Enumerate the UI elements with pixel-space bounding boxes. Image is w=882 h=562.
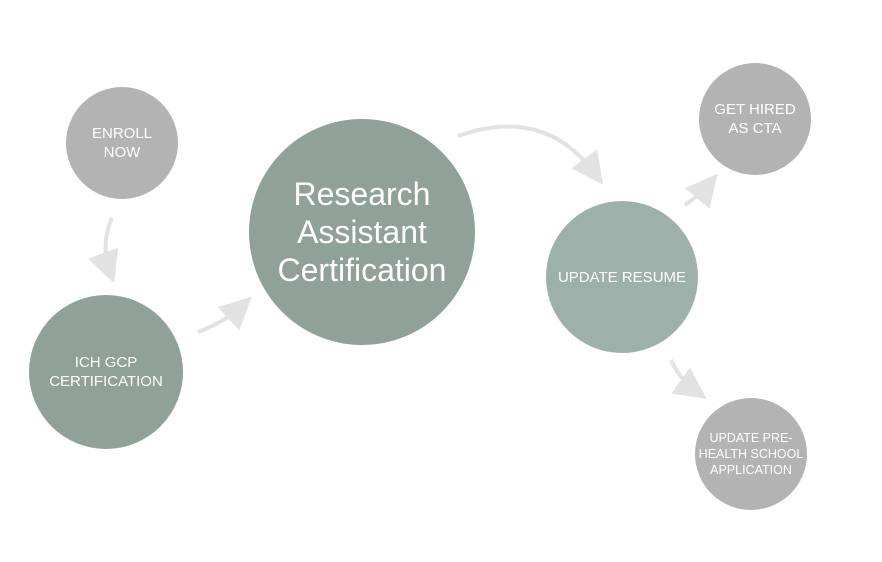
node-ich-gcp-certification: ICH GCP CERTIFICATION [29, 295, 183, 449]
arrow-ich-to-research [197, 296, 252, 334]
node-update-pre-health-application: UPDATE PRE- HEALTH SCHOOL APPLICATION [695, 398, 807, 510]
arrow-enroll-to-ich [88, 217, 119, 284]
node-update-resume: UPDATE RESUME [546, 201, 698, 353]
node-enroll-now: ENROLL NOW [66, 87, 178, 199]
arrow-resume-to-prehealth [669, 359, 707, 399]
arrow-research-to-resume [457, 124, 604, 185]
node-label: ICH GCP CERTIFICATION [49, 354, 163, 390]
node-research-assistant-certification: Research Assistant Certification [249, 119, 475, 345]
node-label: UPDATE PRE- HEALTH SCHOOL APPLICATION [698, 431, 804, 477]
node-label: Research Assistant Certification [277, 176, 447, 288]
node-label: UPDATE RESUME [557, 268, 687, 286]
node-label: GET HIRED AS CTA [714, 101, 796, 137]
node-get-hired-as-cta: GET HIRED AS CTA [699, 63, 811, 175]
node-label: ENROLL NOW [91, 125, 153, 161]
arrow-resume-to-hired [683, 173, 718, 209]
